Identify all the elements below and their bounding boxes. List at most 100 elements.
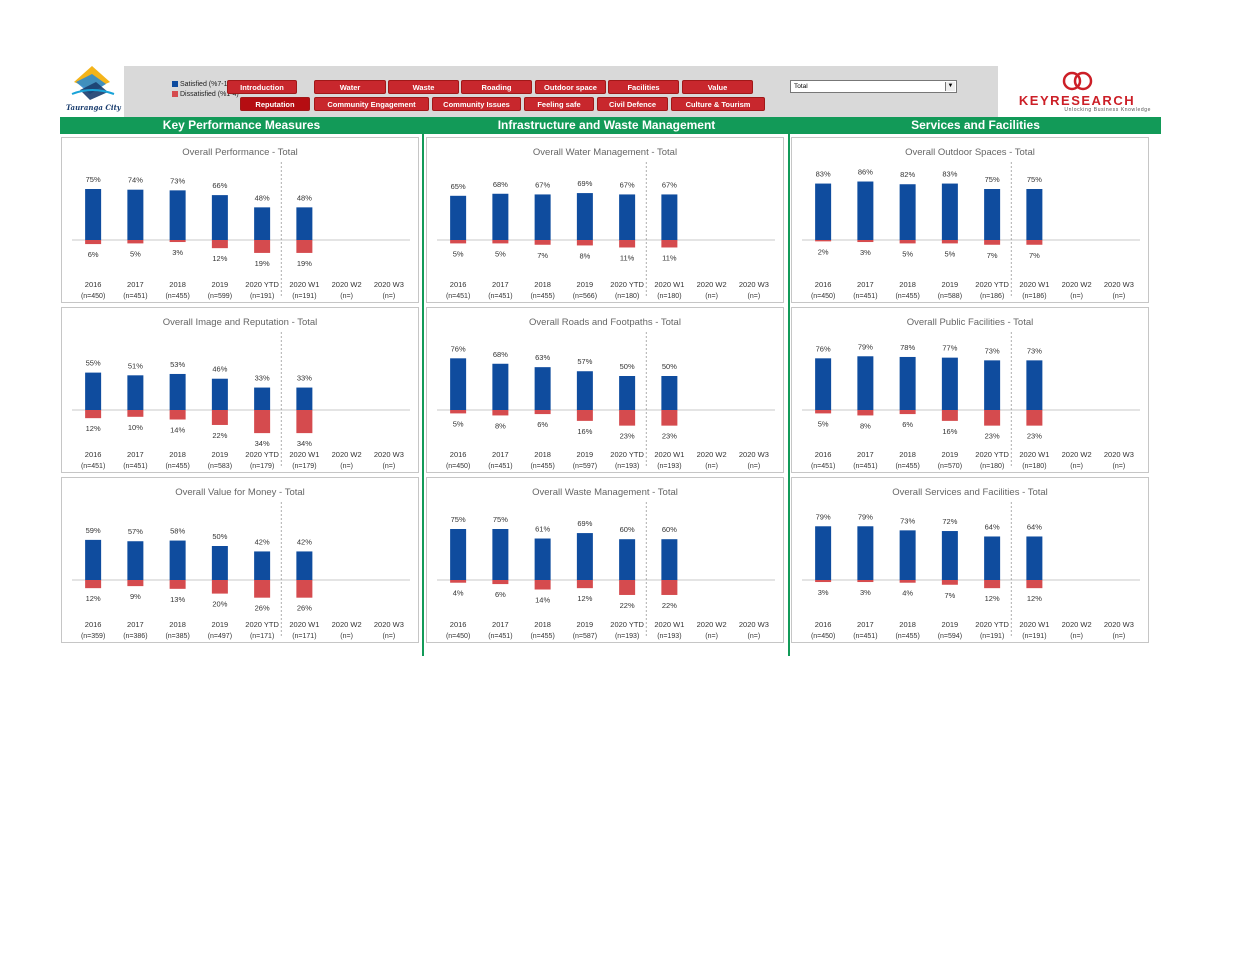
x-tick-label: 2020 YTD <box>245 280 279 289</box>
nav-roading-button[interactable]: Roading <box>461 80 532 94</box>
dissatisfied-bar <box>984 580 1001 589</box>
x-tick-label: 2020 W3 <box>1104 280 1134 289</box>
x-tick-label: 2018 <box>899 280 916 289</box>
nav-value-button[interactable]: Value <box>682 80 753 94</box>
dissatisfied-bar <box>85 240 102 245</box>
dissatisfied-bar <box>576 580 593 589</box>
chart-title: Overall Water Management - Total <box>533 147 677 158</box>
x-tick-sample-size: (n=) <box>748 293 761 300</box>
satisfied-data-label: 86% <box>858 168 873 177</box>
dissatisfied-bar <box>619 240 636 248</box>
x-tick-label: 2016 <box>85 620 102 629</box>
satisfied-data-label: 55% <box>86 359 101 368</box>
satisfied-bar <box>661 539 678 580</box>
satisfied-data-label: 79% <box>816 512 831 521</box>
x-tick-label: 2020 W1 <box>1019 620 1049 629</box>
x-tick-sample-size: (n=451) <box>853 463 877 470</box>
satisfied-bar <box>815 183 832 240</box>
x-tick-sample-size: (n=) <box>340 463 353 470</box>
x-tick-sample-size: (n=) <box>1070 293 1083 300</box>
nav-feeling-safe-button[interactable]: Feeling safe <box>524 97 594 111</box>
x-tick-sample-size: (n=171) <box>292 633 316 640</box>
nav-community-engagement-button[interactable]: Community Engagement <box>314 97 429 111</box>
x-tick-sample-size: (n=599) <box>208 293 232 300</box>
x-tick-sample-size: (n=451) <box>81 463 105 470</box>
x-tick-label: 2020 YTD <box>975 280 1009 289</box>
nav-civil-defence-button[interactable]: Civil Defence <box>597 97 668 111</box>
x-tick-label: 2019 <box>577 280 594 289</box>
nav-introduction-button[interactable]: Introduction <box>227 80 297 94</box>
dissatisfied-bar <box>619 580 636 595</box>
nav-water-button[interactable]: Water <box>314 80 386 94</box>
x-tick-sample-size: (n=451) <box>446 293 470 300</box>
dissatisfied-bar <box>169 580 186 589</box>
dissatisfied-bar <box>534 240 551 245</box>
satisfied-bar <box>492 193 509 240</box>
dissatisfied-data-label: 5% <box>495 249 506 258</box>
dissatisfied-data-label: 5% <box>902 249 913 258</box>
dissatisfied-bar <box>85 580 102 589</box>
x-tick-sample-size: (n=455) <box>530 633 554 640</box>
dissatisfied-data-label: 6% <box>88 250 99 259</box>
x-tick-sample-size: (n=455) <box>895 293 919 300</box>
nav-facilities-button[interactable]: Facilities <box>608 80 679 94</box>
city-logo-mark-icon <box>71 66 115 100</box>
legend-item-dissatisfied: Dissatisfied (%1-4) <box>172 90 239 100</box>
x-tick-label: 2017 <box>127 620 144 629</box>
satisfied-data-label: 68% <box>493 350 508 359</box>
x-tick-label: 2017 <box>857 280 874 289</box>
x-tick-sample-size: (n=597) <box>573 463 597 470</box>
dissatisfied-bar <box>661 580 678 595</box>
x-tick-label: 2020 W3 <box>739 280 769 289</box>
nav-outdoor-space-button[interactable]: Outdoor space <box>535 80 606 94</box>
x-tick-sample-size: (n=451) <box>488 293 512 300</box>
bar-chart: Overall Public Facilities - Total76%5%20… <box>802 317 1140 470</box>
satisfied-bar <box>169 190 186 240</box>
nav-culture-tourism-button[interactable]: Culture & Tourism <box>671 97 765 111</box>
satisfied-bar <box>211 378 228 410</box>
dissatisfied-bar <box>534 410 551 415</box>
x-tick-sample-size: (n=191) <box>250 293 274 300</box>
satisfied-data-label: 73% <box>985 346 1000 355</box>
dissatisfied-data-label: 22% <box>620 601 635 610</box>
x-tick-sample-size: (n=566) <box>573 293 597 300</box>
dissatisfied-bar <box>661 410 678 426</box>
dissatisfied-bar <box>296 580 313 598</box>
x-tick-label: 2017 <box>492 620 509 629</box>
bar-chart: Overall Image and Reputation - Total55%1… <box>72 317 410 470</box>
satisfied-data-label: 73% <box>170 176 185 185</box>
x-tick-label: 2020 YTD <box>975 620 1009 629</box>
satisfied-bar <box>984 536 1001 580</box>
x-tick-sample-size: (n=451) <box>488 633 512 640</box>
dissatisfied-data-label: 5% <box>453 249 464 258</box>
x-tick-label: 2016 <box>450 620 467 629</box>
dissatisfied-bar <box>450 580 467 583</box>
satisfied-data-label: 50% <box>662 362 677 371</box>
dissatisfied-data-label: 2% <box>818 247 829 256</box>
segment-dropdown[interactable]: Total ▼ <box>790 80 957 93</box>
dissatisfied-bar <box>492 240 509 244</box>
dissatisfied-bar <box>941 410 958 421</box>
x-tick-label: 2020 W2 <box>332 620 362 629</box>
brand-tagline: Unlocking Business Knowledge <box>1064 107 1151 113</box>
dissatisfied-bar <box>941 240 958 244</box>
satisfied-data-label: 58% <box>170 527 185 536</box>
nav-reputation-button[interactable]: Reputation <box>240 97 310 111</box>
dissatisfied-data-label: 4% <box>453 589 464 598</box>
satisfied-bar <box>661 194 678 240</box>
dissatisfied-bar <box>815 410 832 414</box>
x-tick-sample-size: (n=455) <box>165 463 189 470</box>
dissatisfied-bar <box>254 240 271 253</box>
satisfied-data-label: 65% <box>451 182 466 191</box>
dissatisfied-bar <box>899 240 916 244</box>
dissatisfied-data-label: 23% <box>1027 432 1042 441</box>
chevron-down-icon[interactable]: ▼ <box>945 82 955 91</box>
dissatisfied-bar <box>1026 410 1043 426</box>
section-divider <box>422 134 424 656</box>
nav-community-issues-button[interactable]: Community Issues <box>432 97 521 111</box>
x-tick-label: 2020 W1 <box>654 280 684 289</box>
nav-waste-button[interactable]: Waste <box>388 80 459 94</box>
dissatisfied-data-label: 11% <box>662 253 677 262</box>
